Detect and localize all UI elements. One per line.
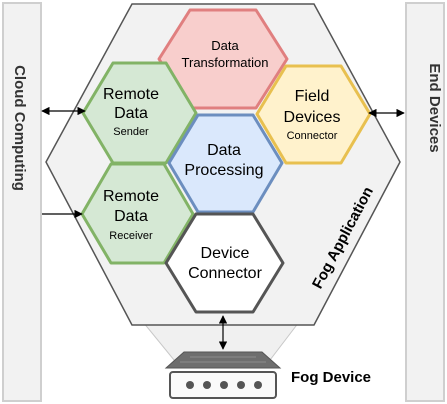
router-icon [164,351,282,399]
remote-data-sender-module: Remote Data Sender [81,61,198,165]
device-connector-module: Device Connector [164,212,285,314]
cloud-computing-label: Cloud Computing [11,65,28,191]
remote-data-receiver-line3: Receiver [109,230,153,242]
remote-data-receiver-module: Remote Data Receiver [80,162,195,265]
device-connector-line1: Device [201,245,250,262]
cloud-computing-panel [2,2,42,402]
remote-data-sender-line1: Remote [103,86,159,103]
field-devices-line1: Field [295,88,330,105]
data-processing-line2: Processing [184,162,263,179]
data-processing-module: Data Processing [167,113,284,214]
remote-data-sender-line2: Data [114,105,148,122]
data-transformation-line1: Data [211,38,239,53]
field-devices-connector-module: Field Devices Connector [255,64,372,165]
end-devices-panel [405,2,445,402]
data-transformation-module: Data Transformation [157,8,289,110]
field-devices-line3: Connector [287,130,338,142]
data-processing-line1: Data [207,142,241,159]
device-connector-line2: Connector [188,265,262,282]
remote-data-sender-line3: Sender [113,126,149,138]
field-devices-line2: Devices [284,109,341,126]
remote-data-receiver-line1: Remote [103,188,159,205]
end-devices-label: End Devices [426,63,443,152]
fog-device-label: Fog Device [291,369,371,386]
data-transformation-line2: Transformation [182,55,269,70]
remote-data-receiver-line2: Data [114,208,148,225]
